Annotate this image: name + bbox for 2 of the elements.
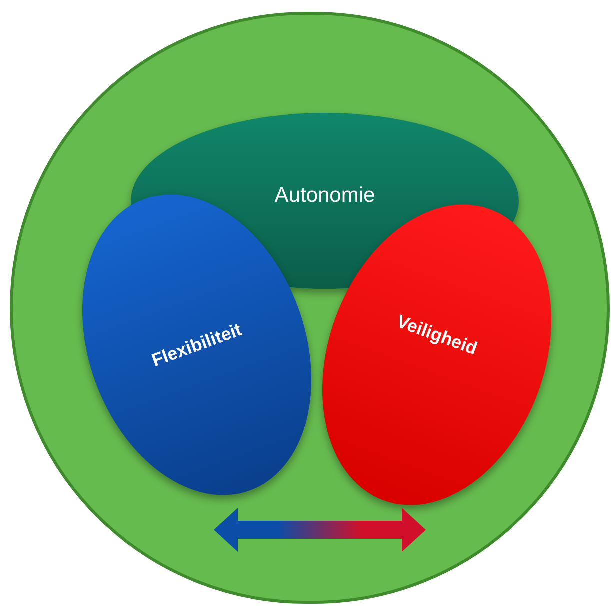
double-arrow <box>214 508 426 552</box>
concept-label: Autonomie <box>274 183 376 210</box>
